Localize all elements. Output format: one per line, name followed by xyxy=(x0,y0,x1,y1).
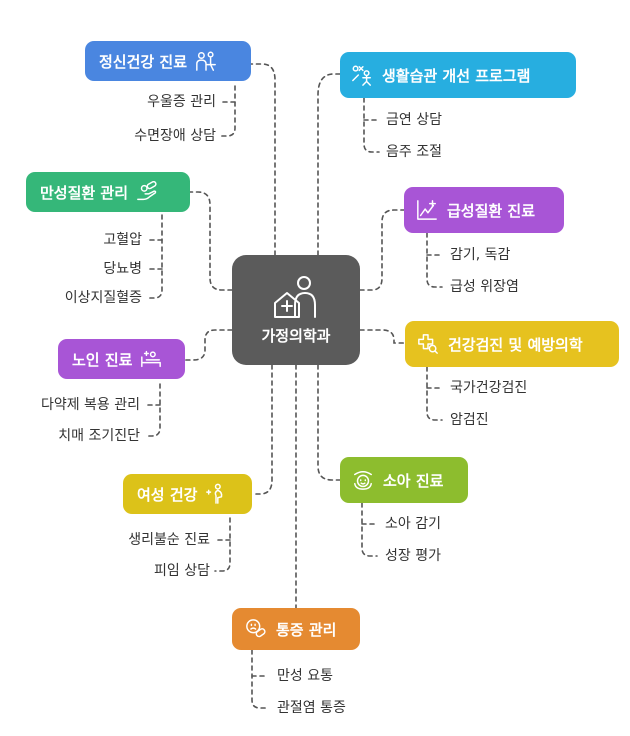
chronic-item-3: 이상지질혈증 xyxy=(64,290,142,306)
elderly-item-2: 치매 조기진단 xyxy=(58,428,140,444)
acute-item-2: 급성 위장염 xyxy=(450,279,519,295)
pregnant-woman-icon xyxy=(206,483,223,504)
node-mental-health: 정신건강 진료 xyxy=(85,41,251,81)
pain-pill-icon xyxy=(246,619,266,638)
mental-item-2: 수면장애 상담 xyxy=(134,128,216,144)
connector-elderly xyxy=(184,329,233,361)
node-pediatric-care: 소아 진료 xyxy=(340,457,468,503)
pain-item-1: 만성 요통 xyxy=(277,668,333,684)
chronic-item-1: 고혈압 xyxy=(103,232,142,248)
connector-women xyxy=(251,364,273,495)
checkup-item-2: 암검진 xyxy=(450,412,489,428)
connector-chronic xyxy=(189,191,233,291)
connector-checkup xyxy=(359,329,406,344)
connector-lifestyle xyxy=(317,73,341,256)
elderly-item-1: 다약제 복용 관리 xyxy=(40,397,140,413)
node-label: 건강검진 및 예방의학 xyxy=(448,335,583,354)
lifestyle-item-2: 음주 조절 xyxy=(386,144,442,160)
node-chronic-disease: 만성질환 관리 xyxy=(26,172,190,212)
lifestyle-item-1: 금연 상담 xyxy=(386,112,442,128)
hospital-bed-icon xyxy=(141,350,162,368)
node-acute-disease: 급성질환 진료 xyxy=(404,187,564,233)
connector-pediatric xyxy=(317,364,341,481)
baby-icon xyxy=(354,471,372,490)
node-label: 정신건강 진료 xyxy=(99,52,188,71)
checkup-search-icon xyxy=(418,334,438,354)
pill-hand-icon xyxy=(137,181,157,201)
women-item-1: 생리불순 진료 xyxy=(128,532,210,548)
mental-item-1: 우울증 관리 xyxy=(147,94,216,110)
checkup-item-1: 국가건강검진 xyxy=(450,380,528,396)
node-label: 통증 관리 xyxy=(276,620,337,639)
home-health-person-icon xyxy=(274,275,316,318)
pediatric-item-2: 성장 평가 xyxy=(385,548,441,564)
acute-item-1: 감기, 독감 xyxy=(450,247,511,263)
pediatric-item-1: 소아 감기 xyxy=(385,516,441,532)
center-label: 가정의학과 xyxy=(261,326,331,345)
lifestyle-icon xyxy=(352,65,371,86)
node-label: 여성 건강 xyxy=(137,485,198,504)
node-pain-management: 통증 관리 xyxy=(232,608,360,650)
pain-item-2: 관절염 통증 xyxy=(277,700,346,716)
node-label: 노인 진료 xyxy=(72,350,133,369)
node-women-health: 여성 건강 xyxy=(123,474,252,514)
node-lifestyle-program: 생활습관 개선 프로그램 xyxy=(340,52,576,98)
connector-acute xyxy=(359,209,405,291)
node-label: 급성질환 진료 xyxy=(447,201,536,220)
center-node: 가정의학과 xyxy=(232,255,360,365)
connector-mental xyxy=(250,63,276,256)
node-label: 만성질환 관리 xyxy=(40,183,129,202)
chronic-item-2: 당뇨병 xyxy=(103,261,142,277)
node-label: 소아 진료 xyxy=(383,471,444,490)
node-label: 생활습관 개선 프로그램 xyxy=(382,66,531,85)
women-item-2: 피임 상담 xyxy=(154,563,210,579)
counseling-icon xyxy=(196,51,216,71)
node-elderly-care: 노인 진료 xyxy=(58,339,185,379)
chart-cross-icon xyxy=(417,200,437,220)
node-health-checkup: 건강검진 및 예방의학 xyxy=(405,321,619,367)
